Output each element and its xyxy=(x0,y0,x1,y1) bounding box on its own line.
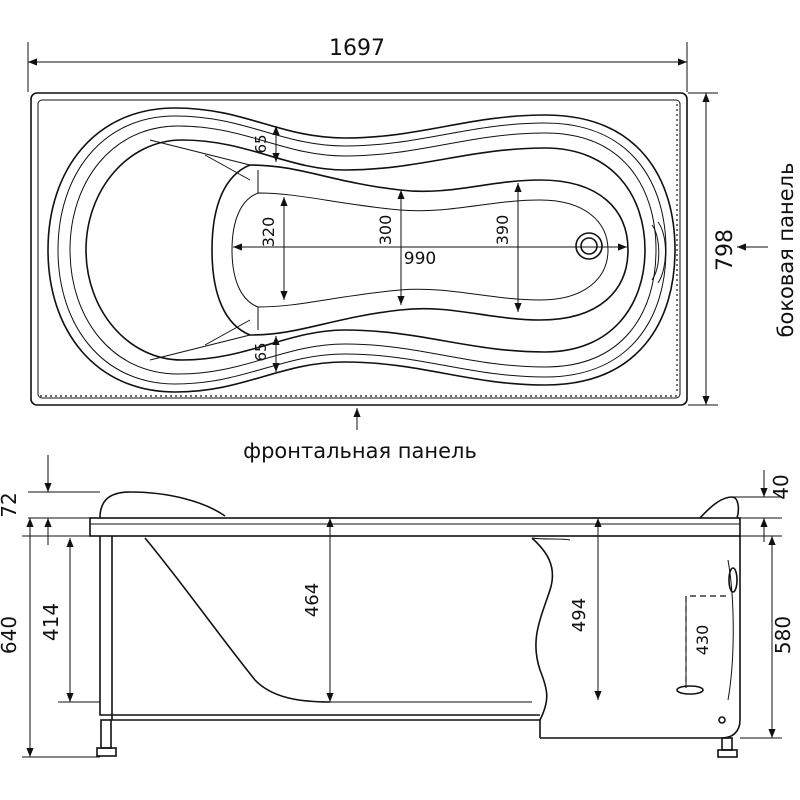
inner-depth-left-dimension: 464 xyxy=(302,518,334,702)
front-panel-label: фронтальная панель xyxy=(243,439,477,463)
panel-height-dimension: 580 xyxy=(740,535,795,739)
headrest xyxy=(99,491,226,519)
leg-height-dimension: 414 xyxy=(39,538,100,703)
panel-height-label: 580 xyxy=(771,616,795,654)
bowl-outer-contour xyxy=(47,107,676,393)
rim-bottom-dimension: 65 xyxy=(252,336,280,372)
overflow-icon xyxy=(728,567,738,593)
drain-outlet-icon xyxy=(676,685,726,724)
side-panel-indicator: боковая панель xyxy=(737,163,798,338)
panel-cut-edge xyxy=(531,537,554,738)
inner-depth-right-label: 494 xyxy=(569,598,590,632)
rim-right-dimension: 40 xyxy=(732,470,793,542)
total-height-label: 640 xyxy=(0,616,21,654)
rim-band xyxy=(89,517,741,537)
top-view: 1697 990 xyxy=(27,36,798,463)
side-panel-label: боковая панель xyxy=(774,163,798,338)
drain-height-dimension: 430 xyxy=(685,595,726,688)
rim-bottom-label: 65 xyxy=(252,342,270,361)
inner-length-label: 990 xyxy=(404,249,436,269)
length-dimension: 1697 xyxy=(27,36,688,92)
basin-inner-contour xyxy=(211,164,629,336)
side-view: 430 464 494 72 640 xyxy=(0,455,795,758)
tub-outline xyxy=(30,92,688,406)
front-panel-indicator: фронтальная панель xyxy=(243,408,477,463)
depth-mid-dimension: 300 xyxy=(376,190,405,305)
depth-foot-label: 390 xyxy=(493,215,512,246)
rim-top-dimension: 65 xyxy=(252,126,280,162)
inner-depth-left-label: 464 xyxy=(302,583,323,617)
depth-foot-dimension: 390 xyxy=(493,183,522,312)
inner-depth-right-dimension: 494 xyxy=(569,518,602,700)
headrest-label: 72 xyxy=(0,492,21,517)
total-height-dimension: 640 xyxy=(0,518,100,758)
depth-head-dimension: 320 xyxy=(259,197,288,300)
depth-head-label: 320 xyxy=(259,217,278,248)
depth-mid-label: 300 xyxy=(376,215,395,246)
inner-length-dimension: 990 xyxy=(233,243,627,269)
leg-height-label: 414 xyxy=(39,603,63,641)
drain-icon xyxy=(575,232,603,260)
headrest-dimension: 72 xyxy=(0,455,100,545)
rim-right-label: 40 xyxy=(769,474,793,499)
rim-top-label: 65 xyxy=(252,134,270,153)
drain-height-label: 430 xyxy=(693,625,712,656)
width-dimension: 798 xyxy=(688,92,738,406)
width-label: 798 xyxy=(713,229,738,271)
length-label: 1697 xyxy=(329,36,385,61)
